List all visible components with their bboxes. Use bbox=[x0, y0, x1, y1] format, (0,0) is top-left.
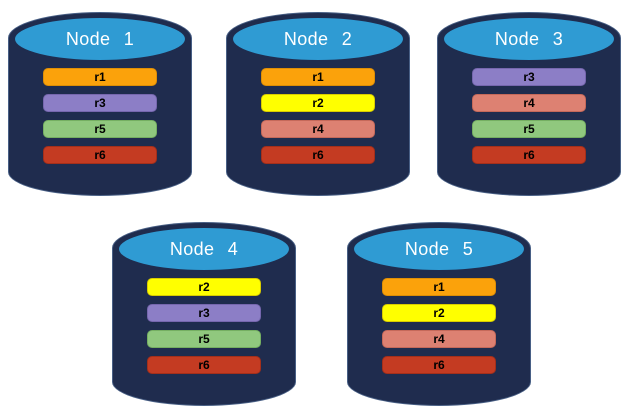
replica-label: r5 bbox=[523, 122, 535, 136]
replica-bar-list: r3 r4 r5 r6 bbox=[437, 68, 621, 164]
replica-bar-r6: r6 bbox=[472, 146, 586, 164]
replica-label: r6 bbox=[433, 358, 445, 372]
replica-bar-r1: r1 bbox=[43, 68, 157, 86]
replica-bar-r2: r2 bbox=[261, 94, 375, 112]
replica-bar-r6: r6 bbox=[261, 146, 375, 164]
cylinder-body bbox=[347, 248, 531, 406]
node-title: Node 1 bbox=[65, 28, 135, 49]
replica-label: r5 bbox=[198, 332, 210, 346]
replica-bar-list: r2 r3 r5 r6 bbox=[112, 278, 296, 374]
cylinder-body bbox=[226, 38, 410, 196]
node-title: Node 2 bbox=[283, 28, 353, 49]
replica-label: r3 bbox=[198, 306, 210, 320]
cylinder-top bbox=[352, 226, 526, 272]
node-cylinder-2: Node 2 r1 r2 r4 r6 bbox=[226, 12, 410, 196]
replica-bar-r2: r2 bbox=[382, 304, 496, 322]
replica-label: r4 bbox=[433, 332, 445, 346]
replica-label: r2 bbox=[198, 280, 210, 294]
replica-bar-r4: r4 bbox=[261, 120, 375, 138]
replica-bar-r1: r1 bbox=[382, 278, 496, 296]
replica-bar-r4: r4 bbox=[472, 94, 586, 112]
replica-bar-r5: r5 bbox=[43, 120, 157, 138]
replica-bar-r3: r3 bbox=[43, 94, 157, 112]
replica-label: r1 bbox=[433, 280, 445, 294]
replica-label: r1 bbox=[312, 70, 324, 84]
replica-label: r4 bbox=[312, 122, 324, 136]
node-title: Node 3 bbox=[494, 28, 564, 49]
replica-bar-r6: r6 bbox=[382, 356, 496, 374]
cylinder-top bbox=[231, 16, 405, 62]
replica-label: r6 bbox=[198, 358, 210, 372]
node-cylinder-1: Node 1 r1 r3 r5 r6 bbox=[8, 12, 192, 196]
replica-label: r6 bbox=[523, 148, 535, 162]
replica-label: r6 bbox=[312, 148, 324, 162]
replica-label: r3 bbox=[523, 70, 535, 84]
replica-bar-r3: r3 bbox=[147, 304, 261, 322]
replica-bar-r1: r1 bbox=[261, 68, 375, 86]
replica-bar-r5: r5 bbox=[472, 120, 586, 138]
replica-label: r2 bbox=[312, 96, 324, 110]
node-cylinder-3: Node 3 r3 r4 r5 r6 bbox=[437, 12, 621, 196]
replica-bar-r3: r3 bbox=[472, 68, 586, 86]
node-title: Node 4 bbox=[169, 238, 239, 259]
replica-label: r6 bbox=[94, 148, 106, 162]
cylinder-top bbox=[442, 16, 616, 62]
replica-bar-r4: r4 bbox=[382, 330, 496, 348]
cylinder-body bbox=[112, 248, 296, 406]
replica-label: r4 bbox=[523, 96, 535, 110]
cylinder-body bbox=[8, 38, 192, 196]
replica-bar-r5: r5 bbox=[147, 330, 261, 348]
replica-bar-r2: r2 bbox=[147, 278, 261, 296]
replica-label: r5 bbox=[94, 122, 106, 136]
replica-label: r2 bbox=[433, 306, 445, 320]
node-cylinder-5: Node 5 r1 r2 r4 r6 bbox=[347, 222, 531, 406]
node-title: Node 5 bbox=[404, 238, 474, 259]
cylinder-top bbox=[13, 16, 187, 62]
cylinder-body bbox=[437, 38, 621, 196]
replica-bar-r6: r6 bbox=[147, 356, 261, 374]
replica-bar-list: r1 r2 r4 r6 bbox=[347, 278, 531, 374]
replica-bar-r6: r6 bbox=[43, 146, 157, 164]
replica-label: r1 bbox=[94, 70, 106, 84]
node-cylinder-4: Node 4 r2 r3 r5 r6 bbox=[112, 222, 296, 406]
cylinder-top bbox=[117, 226, 291, 272]
replica-bar-list: r1 r2 r4 r6 bbox=[226, 68, 410, 164]
replica-label: r3 bbox=[94, 96, 106, 110]
replica-bar-list: r1 r3 r5 r6 bbox=[8, 68, 192, 164]
